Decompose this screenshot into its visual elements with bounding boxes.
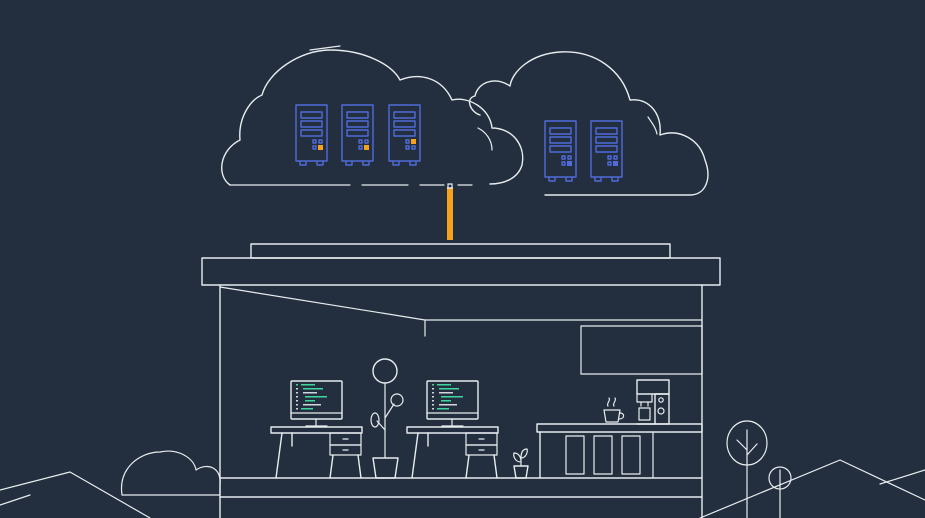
tree-icon	[726, 420, 768, 518]
workstation-right	[406, 380, 499, 479]
server-icon	[341, 104, 374, 166]
computer-monitor-icon	[290, 380, 343, 427]
connection-cable-icon	[447, 183, 453, 240]
workstation-left	[270, 380, 363, 479]
server-rack-right	[544, 120, 623, 182]
server-icon	[388, 104, 421, 166]
tree-small-icon	[768, 466, 792, 518]
server-icon	[590, 120, 623, 182]
mountain-left-icon	[0, 471, 151, 518]
server-icon	[544, 120, 577, 182]
bush-icon	[120, 450, 221, 496]
computer-monitor-icon	[426, 380, 479, 427]
kitchen-counter	[536, 423, 703, 479]
small-plant-icon	[513, 448, 529, 479]
mountain-right-icon	[699, 459, 925, 518]
server-icon	[295, 104, 328, 166]
desk-icon	[406, 426, 499, 479]
cloud-right-icon	[468, 51, 709, 196]
coffee-cup-icon	[603, 397, 625, 423]
desk-icon	[270, 426, 363, 479]
cloud-left-icon	[221, 45, 524, 186]
server-rack-left	[295, 104, 421, 166]
coffee-machine-icon	[636, 379, 670, 425]
building-icon	[201, 243, 721, 518]
potted-plant-icon	[370, 358, 404, 479]
